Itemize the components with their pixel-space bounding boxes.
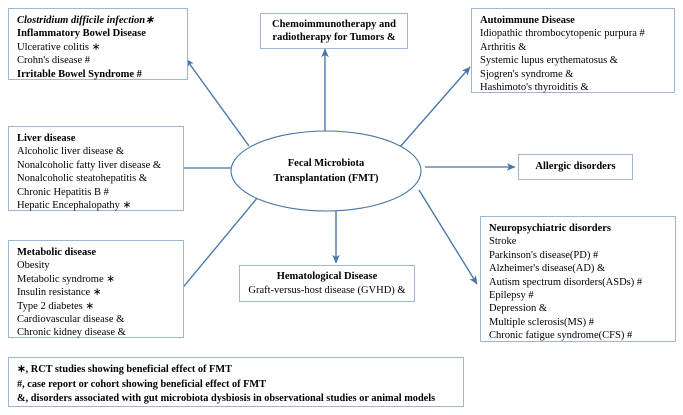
ibd-line-1: Inflammatory Bowel Disease: [17, 28, 146, 40]
metabolic-line-6: Chronic kidney disease &: [17, 327, 126, 339]
legend-line-1: #, case report or cohort showing benefic…: [17, 378, 266, 390]
ibd-line-0: Clostridium difficile infection∗: [17, 15, 154, 26]
liver-line-5: Hepatic Encephalopathy ∗: [17, 200, 132, 212]
box-tumors[interactable]: Chemoimmunotherapy and radiotherapy for …: [260, 13, 408, 49]
neuro-line-4: Autism spectrum disorders(ASDs) #: [489, 276, 643, 288]
autoimmune-line-0: Autoimmune Disease: [480, 15, 575, 26]
neuro-line-3: Alzheimer's disease(AD) &: [489, 263, 606, 275]
hematological-line-1: Graft-versus-host disease (GVHD) &: [248, 284, 406, 296]
center-label-line1: Fecal Microbiota: [287, 158, 365, 169]
liver-line-2: Nonalcoholic fatty liver disease &: [17, 159, 162, 171]
metabolic-line-1: Obesity: [17, 260, 50, 272]
metabolic-line-5: Cardiovascular disease &: [17, 314, 125, 326]
neuro-line-5: Epilepsy #: [489, 290, 534, 302]
tumors-line-0: Chemoimmunotherapy and: [272, 18, 396, 30]
tumors-line-1: radiotherapy for Tumors &: [272, 32, 396, 43]
neuro-line-8: Chronic fatigue syndrome(CFS) #: [489, 330, 633, 342]
box-metabolic-disease[interactable]: Metabolic disease Obesity Metabolic synd…: [8, 240, 184, 338]
liver-line-3: Nonalcoholic steatohepatitis &: [17, 173, 148, 185]
box-hematological-disease[interactable]: Hematological Disease Graft-versus-host …: [239, 265, 415, 302]
ibd-line-4: Irritable Bowel Syndrome #: [17, 68, 142, 80]
liver-line-1: Alcoholic liver disease &: [17, 146, 125, 158]
neuro-line-1: Stroke: [489, 236, 517, 248]
ibd-line-3: Crohn's disease #: [17, 55, 91, 67]
box-liver-disease[interactable]: Liver disease Alcoholic liver disease & …: [8, 126, 184, 211]
autoimmune-line-1: Idiopathic thrombocytopenic purpura #: [480, 28, 645, 40]
liver-line-0: Liver disease: [17, 133, 76, 144]
neuro-line-2: Parkinson's disease(PD) #: [489, 249, 599, 261]
autoimmune-line-2: Arthritis &: [480, 41, 527, 53]
arrow-to-neuro: [418, 189, 478, 285]
neuro-line-7: Multiple sclerosis(MS) #: [489, 316, 594, 328]
center-node: Fecal Microbiota Transplantation (FMT): [231, 131, 421, 211]
center-label-line2: Transplantation (FMT): [273, 173, 379, 184]
metabolic-line-2: Metabolic syndrome ∗: [17, 273, 116, 285]
allergic-line-0: Allergic disorders: [535, 161, 616, 173]
box-legend: ∗, RCT studies showing beneficial effect…: [8, 357, 464, 407]
box-autoimmune-disease[interactable]: Autoimmune Disease Idiopathic thrombocyt…: [471, 8, 675, 93]
box-allergic-disorders[interactable]: Allergic disorders: [518, 154, 633, 180]
autoimmune-line-4: Sjogren's syndrome &: [480, 68, 574, 80]
metabolic-line-3: Insulin resistance ∗: [17, 287, 102, 299]
liver-line-4: Chronic Hepatitis B #: [17, 186, 109, 198]
metabolic-line-4: Type 2 diabetes ∗: [17, 300, 95, 312]
ibd-line-2: Ulcerative colitis ∗: [17, 41, 101, 53]
box-neuropsychiatric-disorders[interactable]: Neuropsychiatric disorders Stroke Parkin…: [480, 216, 676, 342]
hematological-line-0: Hematological Disease: [276, 271, 378, 283]
autoimmune-line-5: Hashimoto's thyroiditis &: [480, 82, 589, 94]
legend-line-0: ∗, RCT studies showing beneficial effect…: [17, 364, 232, 375]
legend-line-2: &, disorders associated with gut microbi…: [17, 393, 436, 404]
metabolic-line-0: Metabolic disease: [17, 247, 97, 258]
box-inflammatory-bowel-disease[interactable]: Clostridium difficile infection∗ Inflamm…: [8, 8, 188, 80]
autoimmune-line-3: Systemic lupus erythematosus &: [480, 55, 618, 67]
neuro-line-0: Neuropsychiatric disorders: [489, 223, 612, 234]
neuro-line-6: Depression &: [489, 303, 548, 315]
